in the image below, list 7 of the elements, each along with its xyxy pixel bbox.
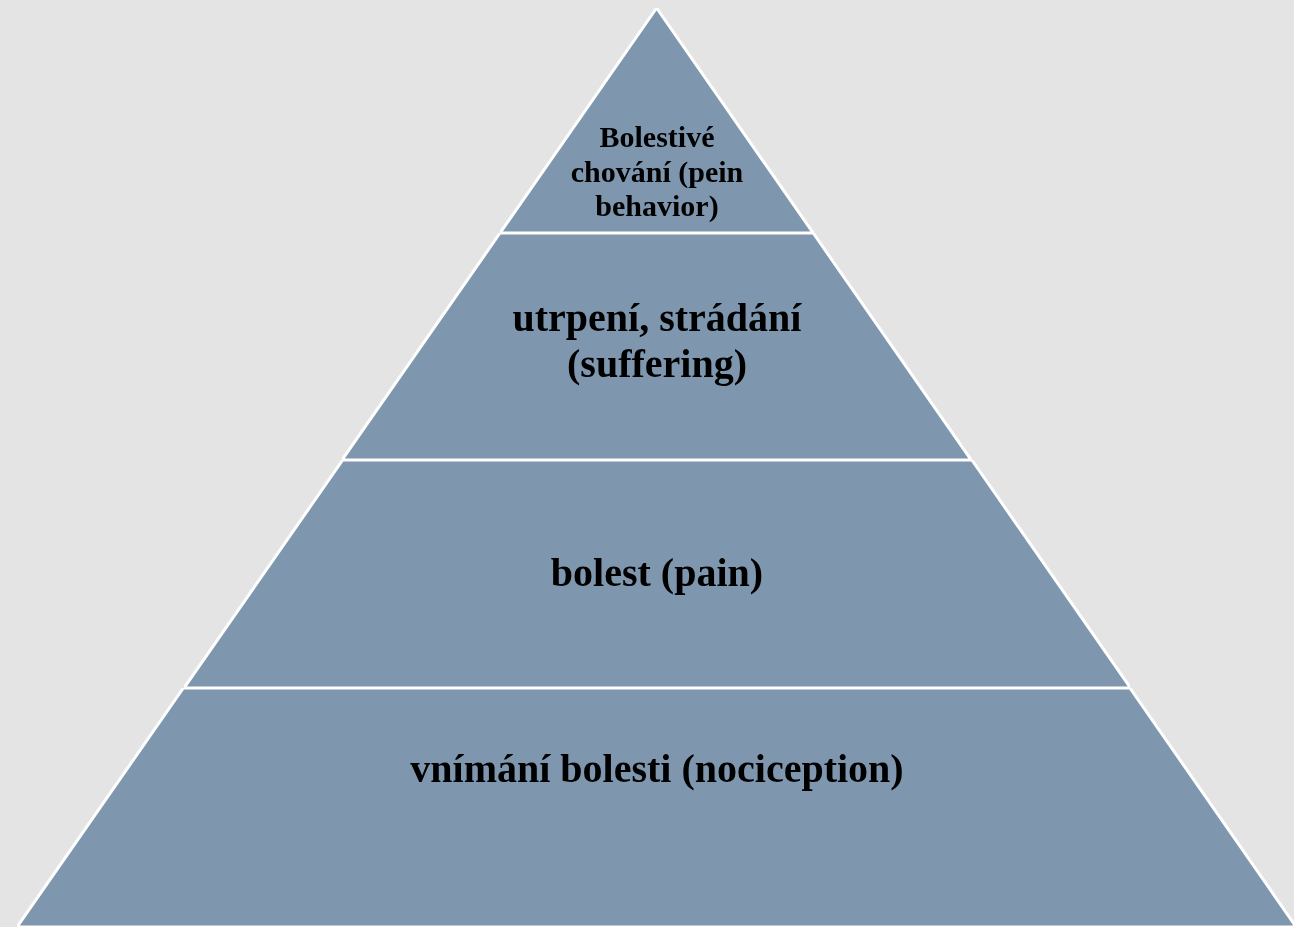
level-label: utrpení, strádání (suffering)	[511, 295, 803, 387]
pyramid-top-triangle	[500, 8, 814, 233]
level-label: bolest (pain)	[549, 550, 765, 596]
level-label: vnímání bolesti (nociception)	[409, 746, 905, 792]
pyramid-band	[183, 460, 1131, 688]
level-label: Bolestivé chování (pein behavior)	[569, 120, 745, 224]
pyramid-band	[17, 688, 1294, 927]
